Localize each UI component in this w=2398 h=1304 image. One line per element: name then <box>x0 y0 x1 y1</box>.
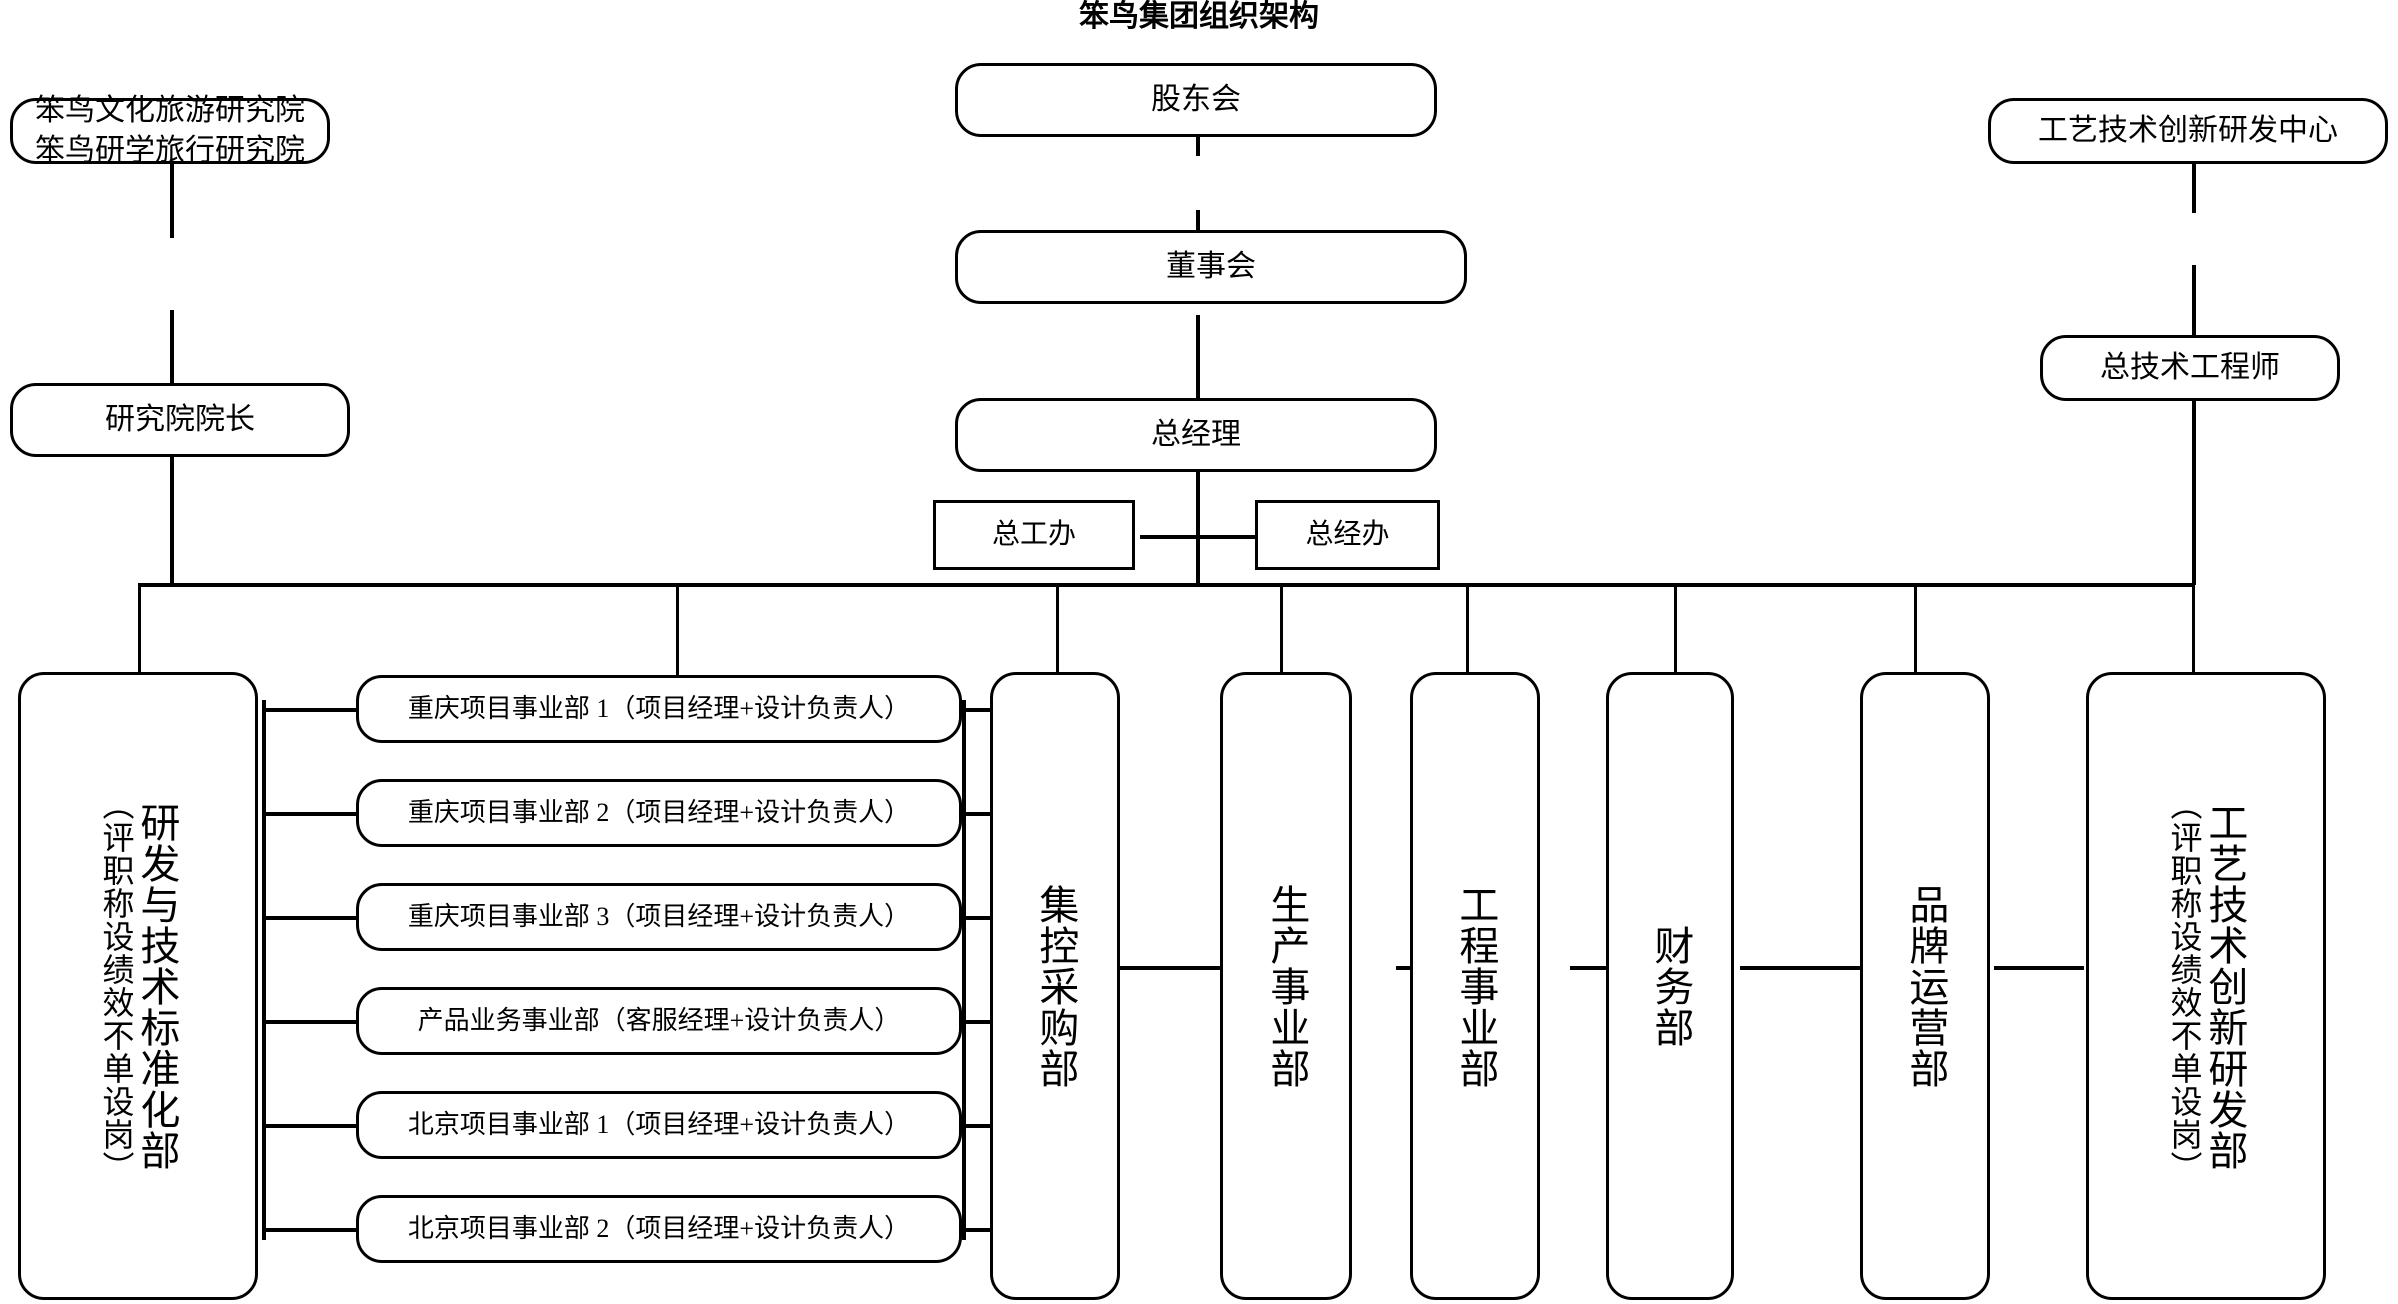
node-project-unit-2-label: 重庆项目事业部 2（项目经理+设计负责人） <box>407 797 911 827</box>
node-central-procurement[interactable]: 集控采购部 <box>990 672 1120 1300</box>
node-project-unit-2[interactable]: 重庆项目事业部 2（项目经理+设计负责人） <box>356 779 962 847</box>
page-title: 笨鸟集团组织架构 <box>1079 0 1319 33</box>
node-finance-dept-label: 财务部 <box>1648 924 1694 1048</box>
node-project-unit-5-label: 北京项目事业部 1（项目经理+设计负责人） <box>407 1109 911 1139</box>
node-production-division-label: 生产事业部 <box>1264 883 1310 1089</box>
connector-rd-to-unit-3 <box>262 916 358 920</box>
connector-center-gm-office <box>1196 535 1256 539</box>
drop-craft-rd-dept <box>2192 583 2195 678</box>
drop-project-units <box>676 583 679 678</box>
node-project-unit-1[interactable]: 重庆项目事业部 1（项目经理+设计负责人） <box>356 675 962 743</box>
drop-brand-ops-dept <box>1914 583 1917 678</box>
node-board-label: 董事会 <box>1166 250 1256 284</box>
node-chief-engineer-office[interactable]: 总工办 <box>933 500 1135 570</box>
connector-unit-3-to-proc <box>958 916 1014 920</box>
drop-engineering-division <box>1466 583 1469 678</box>
node-rd-standard-dept-columns: （评职称设绩效不单设岗） 研发与技术标准化部 <box>98 689 180 1283</box>
node-craft-rd-dept[interactable]: （评职称设绩效不单设岗） 工艺技术创新研发部 <box>2086 672 2326 1300</box>
connector-unit-1-to-proc <box>958 708 1014 712</box>
node-engineering-division[interactable]: 工程事业部 <box>1410 672 1540 1300</box>
node-research-institute[interactable]: 笨鸟文化旅游研究院 笨鸟研学旅行研究院 <box>10 94 330 167</box>
node-rd-standard-dept-label: 研发与技术标准化部 <box>134 801 180 1171</box>
node-board[interactable]: 董事会 <box>955 230 1467 304</box>
node-general-manager[interactable]: 总经理 <box>955 398 1437 472</box>
node-chief-engineer-office-label: 总工办 <box>991 518 1076 550</box>
drop-finance-dept <box>1674 583 1677 678</box>
node-production-division[interactable]: 生产事业部 <box>1220 672 1352 1300</box>
drop-rd-standard <box>138 583 141 678</box>
node-project-unit-3[interactable]: 重庆项目事业部 3（项目经理+设计负责人） <box>356 883 962 951</box>
connector-center-chieftech <box>2192 163 2196 213</box>
node-project-unit-6-label: 北京项目事业部 2（项目经理+设计负责人） <box>407 1213 911 1243</box>
node-tech-innovation-center-label: 工艺技术创新研发中心 <box>2038 114 2338 148</box>
node-rd-standard-dept[interactable]: （评职称设绩效不单设岗） 研发与技术标准化部 <box>18 672 258 1300</box>
node-craft-rd-dept-columns: （评职称设绩效不单设岗） 工艺技术创新研发部 <box>2166 689 2248 1283</box>
node-engineering-division-label: 工程事业部 <box>1453 883 1499 1089</box>
connector-cheng-office-center <box>1140 535 1200 539</box>
node-central-procurement-label: 集控采购部 <box>1033 883 1079 1089</box>
node-gm-office-label: 总经办 <box>1305 518 1390 550</box>
drop-production-division <box>1280 583 1283 678</box>
node-shareholders-label: 股东会 <box>1151 83 1241 117</box>
node-institute-dean-label: 研究院院长 <box>105 403 255 437</box>
connector-unit-2-to-proc <box>958 812 1014 816</box>
connector-rd-to-unit-6 <box>262 1228 358 1232</box>
connector-institute-dean <box>170 163 174 238</box>
connector-unit-4-to-proc <box>958 1020 1014 1024</box>
bus-line <box>140 583 2195 587</box>
node-gm-office[interactable]: 总经办 <box>1255 500 1440 570</box>
connector-unit-6-to-proc <box>958 1228 1014 1232</box>
node-institute-dean[interactable]: 研究院院长 <box>10 383 350 457</box>
connector-rd-to-unit-2 <box>262 812 358 816</box>
connector-rd-left-rail <box>262 700 266 1240</box>
connector-brand-craftrd <box>1994 966 2084 970</box>
node-craft-rd-dept-note: （评职称设绩效不单设岗） <box>2166 788 2203 1184</box>
connector-proc-left-rail <box>962 700 966 1240</box>
node-project-unit-1-label: 重庆项目事业部 1（项目经理+设计负责人） <box>407 693 911 723</box>
node-project-unit-6[interactable]: 北京项目事业部 2（项目经理+设计负责人） <box>356 1195 962 1263</box>
drop-central-procurement <box>1056 583 1059 678</box>
connector-rd-to-unit-1 <box>262 708 358 712</box>
node-chief-tech-engineer-label: 总技术工程师 <box>2100 351 2280 385</box>
connector-rd-to-unit-5 <box>262 1124 358 1128</box>
node-chief-tech-engineer[interactable]: 总技术工程师 <box>2040 335 2340 401</box>
node-shareholders[interactable]: 股东会 <box>955 63 1437 137</box>
node-brand-ops-dept-label: 品牌运营部 <box>1903 883 1949 1089</box>
connector-unit-5-to-proc <box>958 1124 1014 1128</box>
connector-finance-brand <box>1740 966 1866 970</box>
node-general-manager-label: 总经理 <box>1151 418 1241 452</box>
connector-chieftech-bus <box>2192 265 2196 585</box>
connector-rd-to-unit-4 <box>262 1020 358 1024</box>
node-brand-ops-dept[interactable]: 品牌运营部 <box>1860 672 1990 1300</box>
node-project-unit-5[interactable]: 北京项目事业部 1（项目经理+设计负责人） <box>356 1091 962 1159</box>
node-research-institute-label: 笨鸟文化旅游研究院 笨鸟研学旅行研究院 <box>35 94 305 167</box>
node-rd-standard-dept-note: （评职称设绩效不单设岗） <box>98 788 135 1184</box>
node-project-unit-4[interactable]: 产品业务事业部（客服经理+设计负责人） <box>356 987 962 1055</box>
node-project-unit-3-label: 重庆项目事业部 3（项目经理+设计负责人） <box>407 901 911 931</box>
connector-proc-production <box>1120 966 1220 970</box>
node-craft-rd-dept-label: 工艺技术创新研发部 <box>2202 801 2248 1171</box>
node-tech-innovation-center[interactable]: 工艺技术创新研发中心 <box>1988 98 2388 164</box>
node-project-unit-4-label: 产品业务事业部（客服经理+设计负责人） <box>417 1005 901 1035</box>
node-finance-dept[interactable]: 财务部 <box>1606 672 1734 1300</box>
